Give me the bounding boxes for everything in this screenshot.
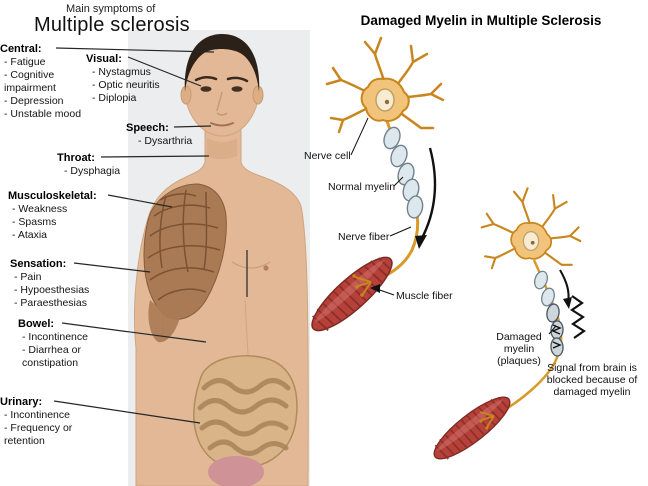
signal-arrow-2 bbox=[559, 269, 572, 309]
symptom-group-bowel: Bowel: - Incontinence - Diarrhea or cons… bbox=[18, 317, 98, 370]
label-leader-lines bbox=[350, 117, 557, 335]
symptom-item: - Incontinence bbox=[22, 331, 88, 343]
symptom-group-sensation: Sensation: - Pain - Hypoesthesias - Para… bbox=[10, 257, 110, 310]
damaged-myelin-segments bbox=[534, 270, 564, 357]
damaged-myelin-line2: (plaques) bbox=[497, 355, 541, 367]
anatomy-pelvis bbox=[208, 456, 264, 486]
anatomy-intestines bbox=[193, 355, 298, 469]
blocked-signal-zigzag bbox=[570, 295, 586, 339]
left-title-large: Multiple sclerosis bbox=[34, 14, 190, 36]
symptom-item: - Unstable mood bbox=[4, 108, 82, 120]
symptom-group-musculoskeletal: Musculoskeletal: - Weakness - Spasms - A… bbox=[8, 189, 118, 242]
normal-myelin-segments bbox=[383, 126, 424, 219]
symptom-group-visual: Visual: - Nystagmus - Optic neuritis - D… bbox=[86, 52, 186, 105]
symptom-item: - Incontinence bbox=[4, 409, 70, 421]
symptom-group-throat: Throat: - Dysphagia bbox=[57, 151, 141, 178]
symptom-item: - Diarrhea or constipation bbox=[22, 344, 81, 369]
symptom-heading: Bowel: bbox=[18, 318, 55, 330]
damaged-myelin-label: Damaged myelin (plaques) bbox=[482, 331, 556, 367]
symptom-heading: Musculoskeletal: bbox=[8, 190, 97, 202]
symptom-item: - Ataxia bbox=[12, 229, 48, 241]
left-title-small: Main symptoms of bbox=[66, 3, 156, 15]
symptom-heading: Throat: bbox=[57, 152, 95, 164]
normal-myelin-label: Normal myelin bbox=[328, 181, 396, 193]
symptom-item: - Dysarthria bbox=[138, 135, 193, 147]
axon-terminals-1 bbox=[354, 276, 372, 295]
symptom-heading: Central: bbox=[0, 43, 42, 55]
symptom-item: - Pain bbox=[14, 271, 42, 283]
symptom-item: - Depression bbox=[4, 95, 64, 107]
nerve-fiber-label: Nerve fiber bbox=[338, 231, 390, 243]
symptom-item: - Optic neuritis bbox=[92, 79, 160, 91]
symptom-group-central: Central: - Fatigue - Cognitive impairmen… bbox=[0, 42, 88, 121]
damaged-myelin-line1: Damaged myelin bbox=[496, 331, 542, 355]
human-figure bbox=[128, 30, 310, 486]
symptom-heading: Visual: bbox=[86, 53, 122, 65]
symptom-item: - Spasms bbox=[12, 216, 57, 228]
symptom-item: - Frequency or retention bbox=[4, 422, 73, 447]
symptom-item: - Fatigue bbox=[4, 56, 46, 68]
symptom-item: - Cognitive impairment bbox=[4, 69, 56, 94]
symptom-heading: Urinary: bbox=[0, 396, 43, 408]
symptom-item: - Nystagmus bbox=[92, 66, 151, 78]
symptom-item: - Dysphagia bbox=[64, 165, 121, 177]
symptom-item: - Hypoesthesias bbox=[14, 284, 90, 296]
muscle-fiber-arrowhead bbox=[370, 284, 380, 293]
muscle-fiber-1 bbox=[302, 247, 402, 341]
axon-terminals-2 bbox=[479, 411, 495, 428]
blocked-signal-label: Signal from brain is blocked because of … bbox=[546, 362, 638, 398]
symptom-heading: Speech: bbox=[126, 122, 169, 134]
symptom-heading: Sensation: bbox=[10, 258, 67, 270]
symptom-connector-lines bbox=[53, 47, 248, 424]
symptom-item: - Weakness bbox=[12, 203, 68, 215]
muscle-fiber-label: Muscle fiber bbox=[396, 290, 453, 302]
nerve-cell-label: Nerve cell bbox=[304, 150, 351, 162]
symptom-group-speech: Speech: - Dysarthria bbox=[126, 121, 210, 148]
signal-arrow-1 bbox=[415, 147, 437, 249]
symptom-item: - Paraesthesias bbox=[14, 297, 87, 309]
neuron-1-normal bbox=[302, 36, 445, 341]
neuron-2-damaged bbox=[425, 187, 586, 469]
symptom-item: - Diplopia bbox=[92, 92, 137, 104]
symptom-group-urinary: Urinary: - Incontinence - Frequency or r… bbox=[0, 395, 84, 448]
right-panel-title: Damaged Myelin in Multiple Sclerosis bbox=[360, 13, 602, 28]
muscle-fiber-2 bbox=[425, 387, 519, 469]
anatomy-muscle-overlay bbox=[143, 183, 227, 343]
